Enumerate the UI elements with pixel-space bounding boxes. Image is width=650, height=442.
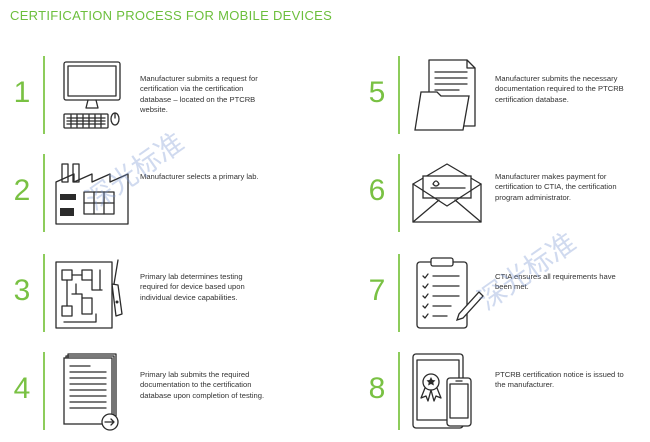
step-8: 8 PTCRB certification notice is issued t… xyxy=(365,352,650,432)
documents-icon xyxy=(63,353,119,431)
step-2: 2 Manufacturer selects a primary lab. xyxy=(10,154,310,234)
step-description: Manufacturer submits a request for certi… xyxy=(140,74,258,115)
step-divider xyxy=(398,56,400,134)
step-description: CTIA ensures all requirements have been … xyxy=(495,272,616,292)
step-description: Manufacturer makes payment for certifica… xyxy=(495,172,617,202)
step-divider xyxy=(398,154,400,232)
step-number: 5 xyxy=(368,76,386,109)
computer-icon xyxy=(63,61,121,129)
step-number: 6 xyxy=(368,174,386,207)
circuit-screwdriver-icon xyxy=(55,259,123,329)
envelope-check-icon xyxy=(412,163,482,223)
step-description: Primary lab submits the required documen… xyxy=(140,370,265,400)
step-7: 7 CTIA ensures all requirements have bee… xyxy=(365,254,650,334)
step-5: 5 Manufacturer submits the necessary doc… xyxy=(365,56,650,136)
step-divider xyxy=(43,56,45,134)
step-number: 2 xyxy=(13,174,31,207)
step-number: 7 xyxy=(368,274,386,307)
step-6: 6 Manufacturer makes payment for certifi… xyxy=(365,154,650,234)
clipboard-checklist-icon xyxy=(416,257,484,329)
step-3: 3 Primary lab determines testing require… xyxy=(10,254,310,334)
step-number: 3 xyxy=(13,274,31,307)
step-divider xyxy=(43,254,45,332)
step-1: 1 Manufacturer submits a request for cer… xyxy=(10,56,310,136)
step-description: Manufacturer submits the necessary docum… xyxy=(495,74,624,104)
step-divider xyxy=(398,352,400,430)
factory-icon xyxy=(55,163,129,225)
tablet-phone-certified-icon xyxy=(412,353,472,429)
step-divider xyxy=(43,154,45,232)
step-number: 4 xyxy=(13,372,31,405)
page-title: CERTIFICATION PROCESS FOR MOBILE DEVICES xyxy=(10,8,333,23)
step-divider xyxy=(398,254,400,332)
step-divider xyxy=(43,352,45,430)
step-description: Manufacturer selects a primary lab. xyxy=(140,172,259,181)
step-description: Primary lab determines testing required … xyxy=(140,272,245,302)
step-4: 4 Primary lab submits the required docum… xyxy=(10,352,310,432)
folder-document-icon xyxy=(414,59,476,131)
step-number: 1 xyxy=(13,76,31,109)
step-description: PTCRB certification notice is issued to … xyxy=(495,370,624,390)
step-number: 8 xyxy=(368,372,386,405)
